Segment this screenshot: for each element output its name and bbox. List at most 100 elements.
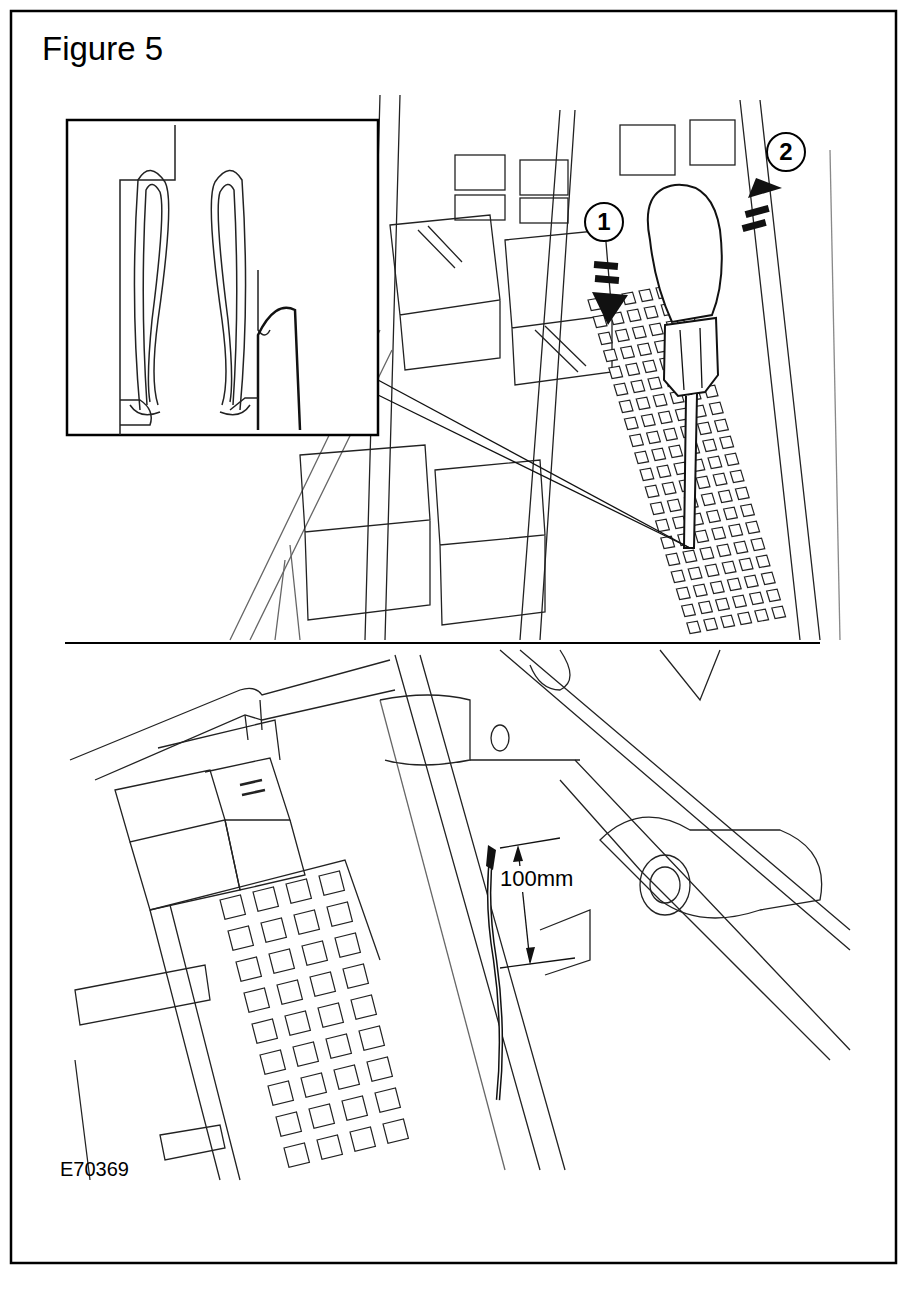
extension-line [500,958,575,968]
fuse-socket [707,510,721,522]
screwdriver-handle [648,185,722,322]
fuse-socket [627,309,641,321]
fuse-socket [640,468,654,480]
panel-divider [65,642,820,644]
fuse [620,125,675,175]
fuse-socket [688,567,702,579]
screwdriver-grip [664,318,718,396]
clip-spring [218,184,237,405]
fuse-socket [722,561,736,573]
fuse-socket [656,519,670,531]
bracket-edge [660,650,720,700]
fuse-socket [729,524,743,536]
fuse [520,198,568,223]
fuse-box-bottom [70,650,850,1180]
terminal-clip [120,125,300,435]
fuse-socket [317,1135,342,1159]
relay-pin [240,780,265,795]
fuse-socket [609,366,623,378]
fuse-socket [772,606,786,618]
fuse-socket [761,572,775,584]
fuse-socket [725,453,739,465]
fuse-socket [636,397,650,409]
fuse-socket [664,428,678,440]
fuse [520,160,568,195]
fuse-socket [687,621,701,633]
fuse-socket [643,360,657,372]
figure-title: Figure 5 [42,30,163,68]
fuse-socket [644,306,658,318]
bracket-boss [600,817,822,918]
fuse-socket [649,323,663,335]
fuse-socket [294,910,319,934]
fuse-socket [744,575,758,587]
fuse-socket [631,380,645,392]
fuse-socket [718,490,732,502]
fuse [455,155,505,190]
bolt-hole [640,855,690,915]
clip-body [230,398,258,410]
fuse-socket [228,926,253,950]
clip-spring [211,170,245,410]
fuse-socket [713,473,727,485]
callout-circle: 1 [584,202,624,242]
fuse-socket [286,879,311,903]
housing-edge [740,100,820,640]
fuse-socket [375,1088,400,1112]
fuse-socket [751,538,765,550]
fuse-socket [721,615,735,627]
fuse-socket [662,482,676,494]
housing-edge [158,720,280,760]
arrow-dash [742,219,767,232]
fuse-socket [741,504,755,516]
callout-circle: 2 [766,132,806,172]
fuse-socket [277,980,302,1004]
fuse-socket [236,957,261,981]
fuse-socket [696,476,710,488]
fuse-socket [619,400,633,412]
fuse-socket [310,972,335,996]
arrow-head [748,178,782,198]
arrow-dash [745,205,770,218]
fuse-socket [710,581,724,593]
arrow-dash [594,261,619,270]
extension-line [500,838,560,848]
fuse-socket [383,1119,408,1143]
relay [390,215,500,370]
arrow-dash [595,275,620,284]
fuse-socket [730,470,744,482]
fuse-socket [676,587,690,599]
fuse-socket [727,578,741,590]
fuse-socket [638,343,652,355]
grid-edge [150,860,380,960]
fuse-socket [739,558,753,570]
fuse-socket [626,363,640,375]
bracket-edge [560,760,850,1060]
fuse-socket [734,541,748,553]
arrow-head [592,292,628,325]
fuse-socket [750,592,764,604]
relay [225,820,305,890]
fuse-socket [695,530,709,542]
fuse-socket [244,988,269,1012]
fixing [491,725,509,751]
relay [130,820,240,910]
fuse-socket [621,346,635,358]
screwdriver-grip-line [680,328,702,390]
fuse [690,120,735,165]
housing-edge [245,700,262,740]
fuse-socket [301,1073,326,1097]
fuse-socket [720,436,734,448]
fuse-socket [647,431,661,443]
fuse-socket [682,604,696,616]
housing-edge [395,655,565,1170]
figure-frame [11,11,896,1263]
fuse-socket [252,1019,277,1043]
fuse-socket [632,326,646,338]
relay [505,230,612,385]
callout-number: 2 [779,140,792,164]
fuse-socket [735,487,749,499]
clip-body [120,400,151,425]
fuse-socket [738,612,752,624]
